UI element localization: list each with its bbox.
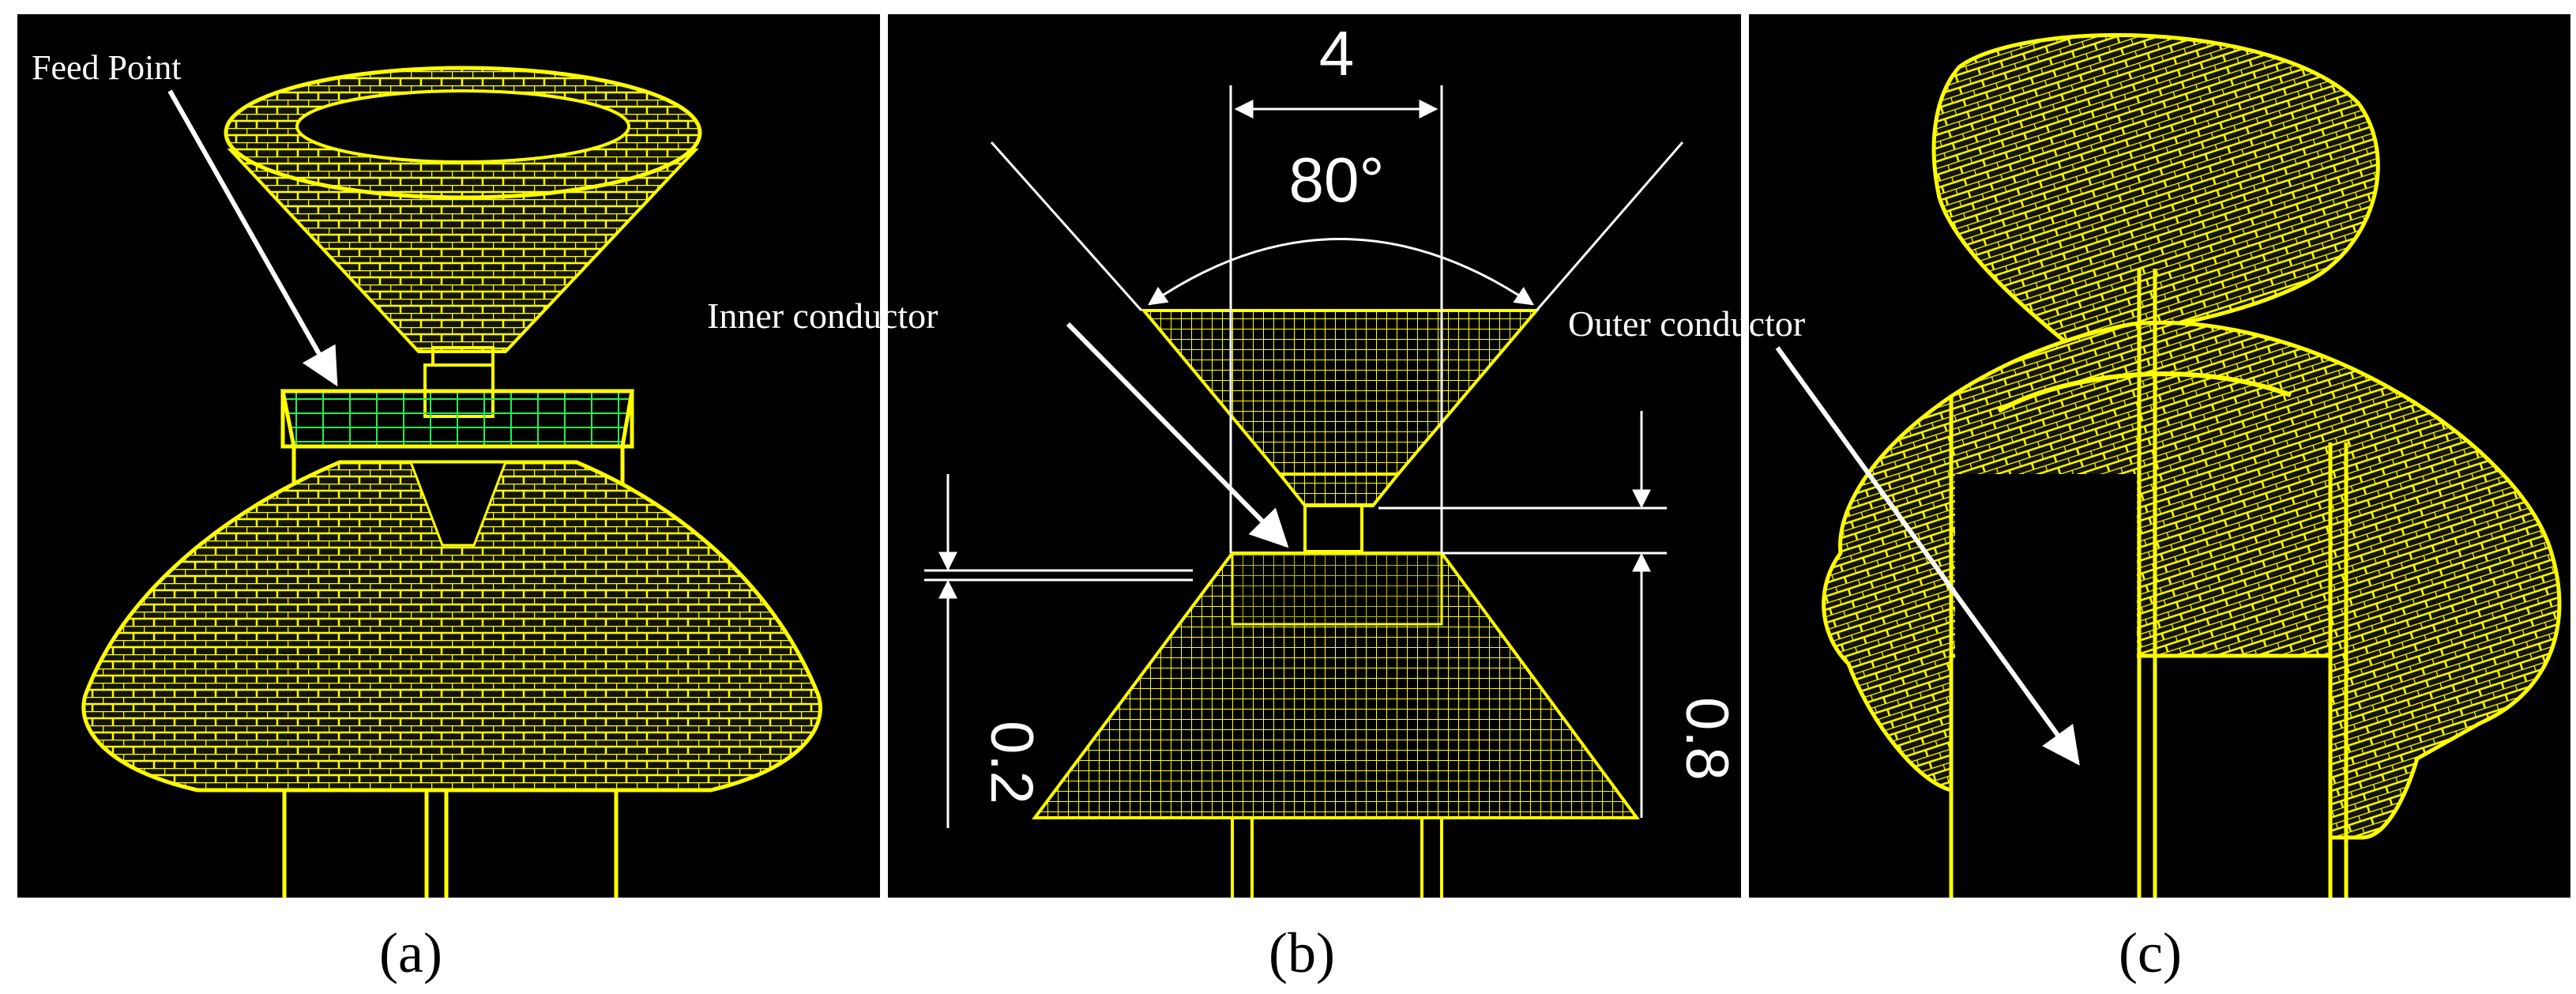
right-dimension-value: 0.8 — [1673, 697, 1740, 781]
lower-cone-c — [1822, 321, 2562, 840]
outer-conductor-arrow — [1775, 346, 2080, 766]
lower-cone-b — [1032, 552, 1640, 819]
feed-point-label: Feed Point — [32, 48, 181, 87]
inner-gap-c — [1955, 474, 2137, 898]
feed-box-a — [280, 389, 634, 506]
upper-cone-c — [1931, 33, 2380, 375]
panel-c: Outer conductor — [1568, 14, 2570, 898]
caption-c: (c) — [2119, 921, 2182, 985]
inner-conductor-arrow — [1066, 322, 1289, 548]
left-dimension-value: 0.2 — [978, 721, 1045, 804]
left-dimension — [924, 474, 1193, 828]
outer-conductor-label: Outer conductor — [1568, 303, 1805, 344]
panel-b: Inner conductor 4 80° 0.2 0.8 — [707, 14, 1741, 898]
width-value: 4 — [1319, 18, 1355, 88]
feed-point-arrow — [167, 89, 338, 387]
coax-lines-b — [1231, 818, 1443, 898]
caption-b: (b) — [1269, 921, 1335, 985]
inner-conductor-label: Inner conductor — [707, 296, 938, 336]
width-dimension — [1229, 85, 1443, 553]
angle-guides — [990, 141, 1684, 311]
panel-a: Feed Point — [17, 14, 880, 898]
upper-cone-b — [1140, 309, 1540, 507]
coax-lines-c — [1949, 269, 2348, 898]
angle-value: 80° — [1289, 145, 1385, 215]
caption-a: (a) — [379, 921, 442, 985]
inner-conductor-b — [1303, 504, 1363, 553]
upper-cone-a — [224, 66, 702, 371]
right-dimension — [1378, 411, 1667, 818]
coax-lines-a — [282, 790, 619, 898]
lower-cone-a — [81, 460, 822, 793]
